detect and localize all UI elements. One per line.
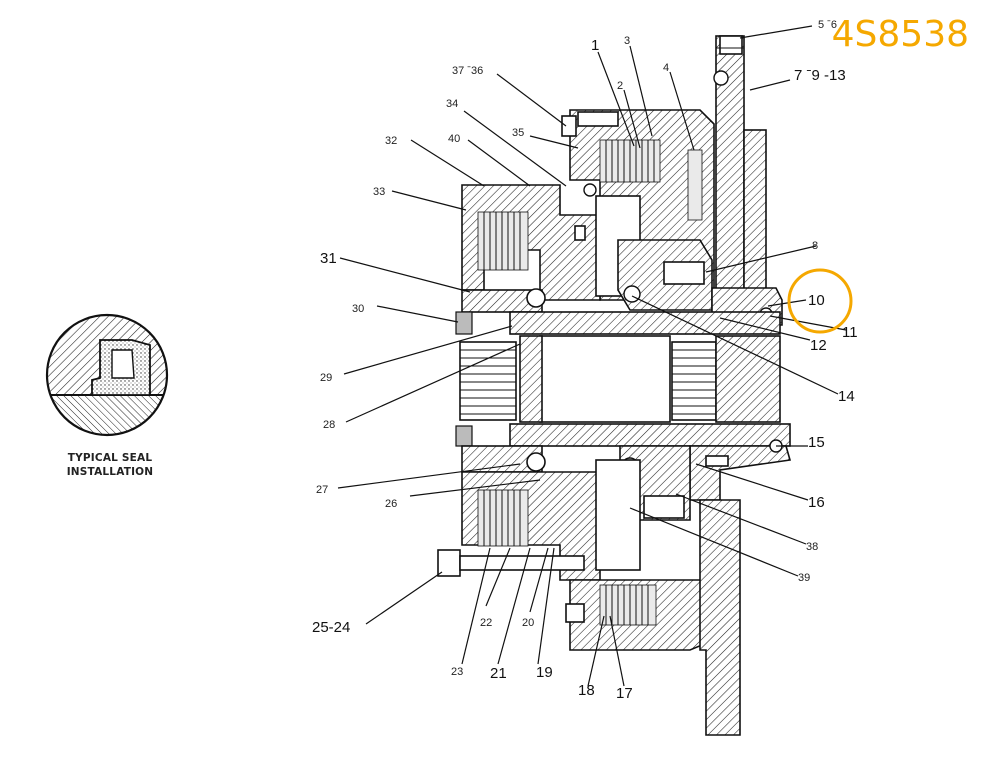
seal-caption-line-2: INSTALLATION: [66, 465, 154, 478]
callout-1: 1: [591, 37, 599, 54]
callout-30: 30: [352, 303, 364, 315]
leader-lines: [337, 25, 847, 687]
callout-17: 17: [616, 685, 633, 702]
callout-37-36: 37 ˉ36: [452, 65, 483, 77]
callout-25-24: 25-24: [312, 619, 350, 636]
callout-33: 33: [373, 186, 385, 198]
callout-14: 14: [838, 388, 855, 405]
callout-29: 29: [320, 372, 332, 384]
callout-4: 4: [663, 62, 669, 74]
highlight-circle: [787, 268, 853, 334]
callout-23: 23: [451, 666, 463, 678]
callout-12: 12: [810, 337, 827, 354]
callout-21: 21: [490, 665, 507, 682]
callout-26: 26: [385, 498, 397, 510]
typical-seal-inset: [45, 313, 169, 437]
callout-7-13: 7 ˉ9 -13: [794, 67, 846, 84]
callout-8: 8: [812, 240, 818, 252]
callout-39: 39: [798, 572, 810, 584]
callout-20: 20: [522, 617, 534, 629]
callout-3: 3: [624, 35, 630, 47]
callout-labels: 5 ˉ6 7 ˉ9 -13 37 ˉ36 3 1 2 4 34 35 32 40…: [312, 19, 858, 702]
callout-2: 2: [617, 80, 623, 92]
callout-38: 38: [806, 541, 818, 553]
callout-16: 16: [808, 494, 825, 511]
callout-27: 27: [316, 484, 328, 496]
callout-35: 35: [512, 127, 524, 139]
callout-22: 22: [480, 617, 492, 629]
seal-caption: TYPICAL SEAL INSTALLATION: [40, 452, 180, 479]
callout-28: 28: [323, 419, 335, 431]
callout-11: 11: [842, 324, 858, 341]
callout-10: 10: [808, 292, 825, 309]
callout-34: 34: [446, 98, 458, 110]
callout-18: 18: [578, 682, 595, 699]
callout-31: 31: [320, 250, 337, 267]
callout-32: 32: [385, 135, 397, 147]
callout-15: 15: [808, 434, 825, 451]
callout-40: 40: [448, 133, 460, 145]
seal-caption-line-1: TYPICAL SEAL: [67, 452, 153, 464]
callout-19: 19: [536, 664, 553, 681]
callout-5-6: 5 ˉ6: [818, 19, 837, 31]
part-number-label: 4S8538: [831, 14, 969, 55]
assembly-cross-section: [437, 35, 792, 736]
